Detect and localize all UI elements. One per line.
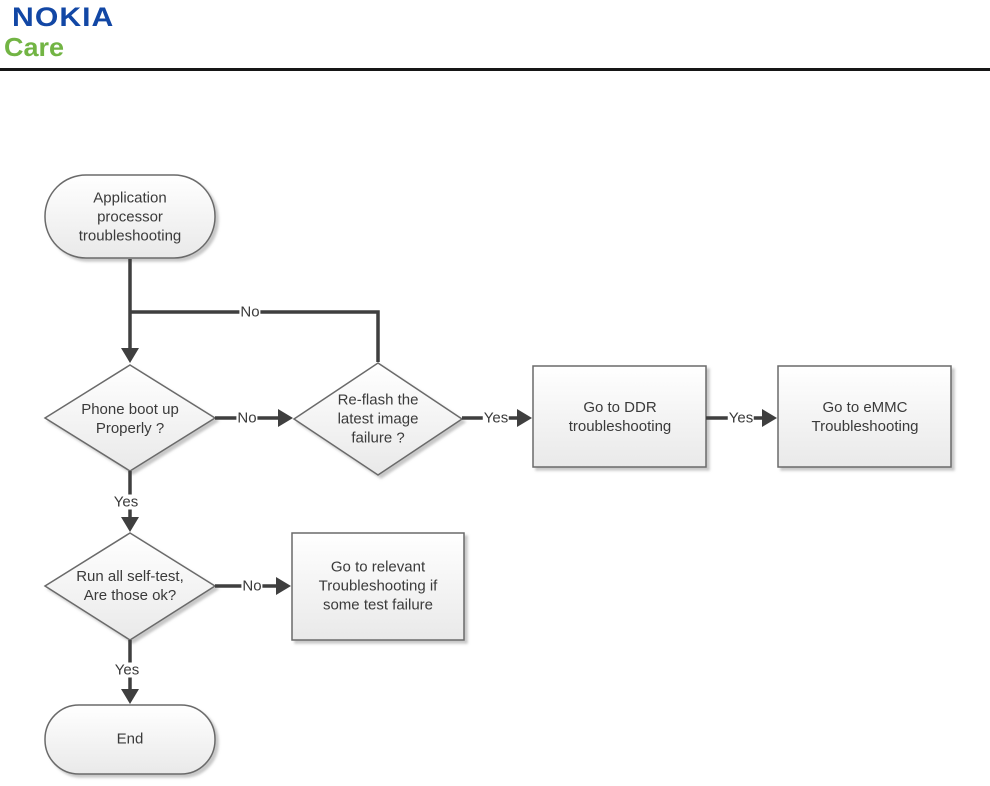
care-wordmark: Care [4, 33, 65, 62]
edge-boot-to-reflash-arrowhead [278, 409, 293, 427]
edge-label-reflash-to-ddr-yes: Yes [482, 409, 510, 427]
node-start-shape [44, 174, 216, 259]
edge-label-selftest-to-end-yes: Yes [113, 661, 141, 679]
edge-start-to-boot-arrowhead [121, 348, 139, 363]
node-end-shape [44, 704, 216, 775]
node-ddr-process-label: Go to DDR troubleshooting [568, 399, 672, 435]
node-relevant-process-shape [291, 532, 465, 641]
node-relevant-process-label: Go to relevant Troubleshooting if some t… [318, 558, 438, 614]
node-boot-decision-label: Phone boot up Properly ? [81, 401, 179, 437]
edge-boot-to-selftest-arrowhead [121, 517, 139, 532]
node-end-label: End [116, 730, 144, 748]
edge-ddr-to-emmc-arrowhead [762, 409, 777, 427]
edge-label-selftest-to-relevant-no: No [241, 577, 263, 595]
nokia-wordmark: NOKIA [12, 3, 115, 33]
edge-selftest-to-relevant-arrowhead [276, 577, 291, 595]
header-divider [0, 68, 990, 71]
edge-label-boot-to-selftest-yes: Yes [112, 493, 140, 511]
node-reflash-decision-label: Re-flash the latest image failure ? [337, 391, 419, 447]
edge-selftest-to-end-arrowhead [121, 689, 139, 704]
edge-label-reflash-return-no: No [239, 303, 261, 321]
node-emmc-process-shape [777, 365, 952, 468]
edge-reflash-return-line [130, 310, 380, 362]
edge-reflash-to-ddr-arrowhead [517, 409, 532, 427]
edge-label-boot-to-reflash-no: No [236, 409, 258, 427]
nokia-care-logo: NOKIA Care [4, 5, 113, 62]
edge-label-ddr-to-emmc-yes: Yes [727, 409, 755, 427]
node-emmc-process-label: Go to eMMC Troubleshooting [811, 399, 919, 435]
node-selftest-decision-label: Run all self-test, Are those ok? [76, 568, 184, 604]
node-start-label: Application processor troubleshooting [78, 189, 182, 245]
node-reflash-decision-shape [292, 362, 464, 476]
